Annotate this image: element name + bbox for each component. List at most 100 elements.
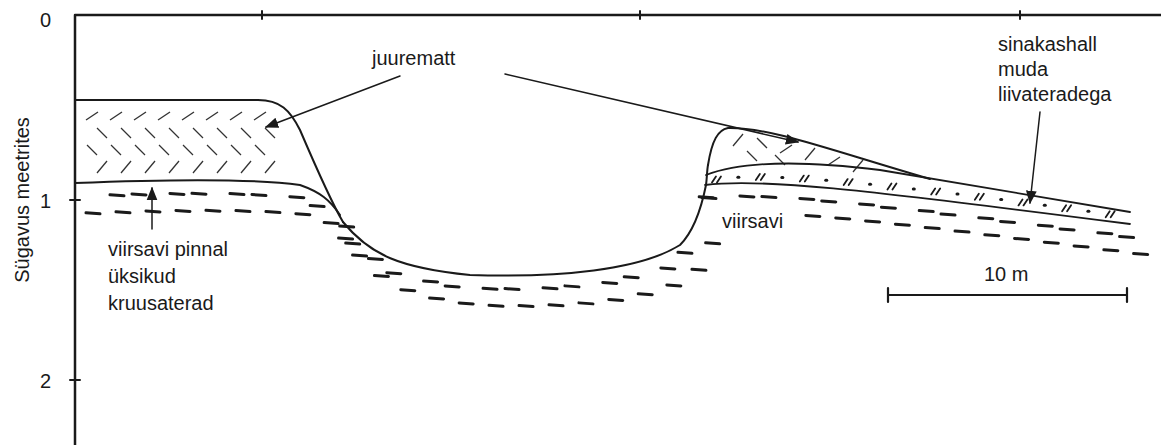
root-mat-hatch [87,145,97,155]
clay-dash [822,201,836,202]
mud-grain-mark [738,176,739,179]
clay-dash [836,218,850,219]
clay-dash [985,235,999,236]
layer-label: juurematt [372,46,455,70]
clay-dash [1015,238,1029,239]
depth-axis [75,15,1161,445]
mud-grain-mark [975,194,984,200]
clay-dash [206,210,220,211]
axis-title: Sügavus meetrites [10,117,34,283]
leader-line [1030,112,1040,203]
root-mat-hatch [255,145,265,155]
mud-grain-mark [826,179,827,182]
root-mat-hatch [135,145,145,155]
root-mat-hatch [265,128,275,138]
clay-dash [543,288,557,289]
scale-bar [888,288,1127,302]
root-mat-hatch [193,128,203,138]
clay-surface-left [75,180,340,215]
mud-grain-mark [931,188,940,194]
clay-dash [401,290,415,291]
clay-dash [638,294,652,295]
clay-dash [1044,242,1058,243]
clay-dash [609,299,623,300]
clay-dash [192,193,206,194]
mud-grain-mark [800,176,809,182]
clay-dash [979,218,993,219]
mud-grain-mark [870,183,871,186]
clay-dash [1060,229,1074,230]
root-mat-hatch [182,112,194,120]
root-mat-hatch [805,148,815,160]
clay-dash [955,231,969,232]
depth-tick-label: 2 [40,369,51,393]
root-mat-hatch [121,161,131,173]
clay-dash [1074,246,1088,247]
clay-dash [1098,233,1112,234]
root-mat-hatch [110,112,122,120]
root-mat-hatch [158,112,170,120]
root-mat-hatch [134,112,146,120]
clay-dash [146,211,160,212]
clay-dash [236,211,250,212]
leader-line [151,188,153,229]
clay-dash [678,252,692,253]
clay-dash [459,303,473,304]
clay-dash [374,275,388,276]
clay-dash [1120,237,1134,238]
mud-grain-mark [756,174,765,180]
root-mat-hatch [241,161,251,173]
mud-grain-mark [1018,199,1027,205]
root-mat-hatch [145,128,155,138]
scale-label: 10 m [984,262,1028,286]
root-mat-hatch [159,145,169,155]
clay-dash [505,289,519,290]
clay-dash [800,198,814,199]
mud-grain-mark [1062,205,1071,211]
mud-surface [706,164,1130,212]
clay-dash [445,286,459,287]
root-mat-hatch [853,160,863,172]
clay-dash [881,207,895,208]
clay-dash [86,213,100,214]
clay-dash [310,206,324,207]
clay-dash [1038,225,1052,226]
mud-grain-mark [913,187,914,190]
mud-grain-mark [712,176,721,182]
root-mat-surface-left [75,100,343,222]
root-mat-hatch [231,145,241,155]
leader-line [266,76,400,127]
depth-tick-label: 0 [40,8,51,32]
root-mat-hatch [747,151,757,161]
root-mat-hatch [230,112,242,120]
clay-dash [353,254,367,258]
clay-dash [667,285,681,286]
root-mat-hatch [206,112,218,120]
texture-marks [86,112,1148,307]
root-mat-hatch [780,145,792,153]
root-mat-hatch [169,128,179,138]
distance-ticks [262,11,1020,19]
depth-tick-label: 1 [40,189,51,213]
root-mat-hatch [207,145,217,155]
clay-dash [579,303,593,304]
root-mat-hatch [121,128,131,138]
clay-dash [430,298,444,299]
root-mat-hatch [217,128,227,138]
clay-dash [170,193,184,194]
root-mat-hatch [193,161,203,173]
clay-dash [603,282,617,283]
clay-dash [860,204,874,205]
root-mat-hatch [183,145,193,155]
mud-grain-mark [782,176,783,179]
clay-dash [549,305,563,306]
depression-outline [343,165,708,276]
clay-dash [483,288,497,289]
root-mat-hatch [86,112,98,120]
clay-dash [368,258,382,259]
clay-dash [895,224,909,225]
clay-dash [339,238,353,239]
layer-label: viirsavi pinnal üksikud kruusaterad [108,236,230,317]
root-mat-hatch [757,138,767,148]
